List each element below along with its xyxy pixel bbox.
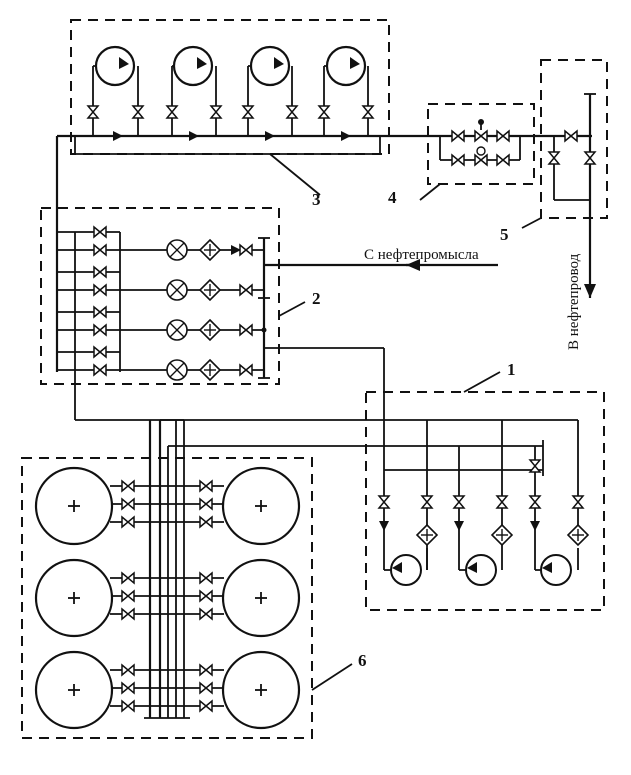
block-3-boundary (70, 19, 390, 155)
label-4: 4 (388, 188, 397, 207)
label-5: 5 (500, 225, 509, 244)
tank-1 (34, 466, 114, 546)
transfer-pump-3 (540, 554, 572, 586)
pump-unit-3 (242, 45, 298, 141)
from-field-label: С нефтепромысла (364, 247, 479, 263)
block-4-boundary (427, 103, 535, 185)
tank-6 (221, 650, 301, 730)
pump-unit-2 (166, 45, 222, 141)
block-1-transfer-pumps: 1 (160, 360, 605, 611)
label-2: 2 (312, 289, 321, 308)
block-5-boundary (540, 59, 608, 219)
block-2-boundary (40, 207, 280, 385)
to-pipeline-label: В нефтепровод (566, 253, 582, 350)
transfer-pump-1 (390, 554, 422, 586)
pump-unit-1 (87, 45, 144, 141)
block-5-outlet: 5 В нефтепровод (500, 59, 608, 350)
block-3-pump-station: 3 (57, 19, 430, 209)
block-1-boundary (365, 391, 605, 611)
block-6-boundary (21, 457, 313, 739)
block-2-manifold: С нефтепромысла 2 (40, 136, 498, 470)
tank-5 (34, 650, 114, 730)
transfer-pump-2 (465, 554, 497, 586)
label-1: 1 (507, 360, 516, 379)
block-4-regulator: 4 (388, 103, 545, 207)
pump-unit-4 (318, 45, 374, 141)
tank-4 (221, 558, 301, 638)
tank-3 (34, 558, 114, 638)
label-6: 6 (358, 651, 367, 670)
block-6-tank-farm: 6 (21, 419, 367, 739)
tank-2 (221, 466, 301, 546)
label-3: 3 (312, 190, 321, 209)
